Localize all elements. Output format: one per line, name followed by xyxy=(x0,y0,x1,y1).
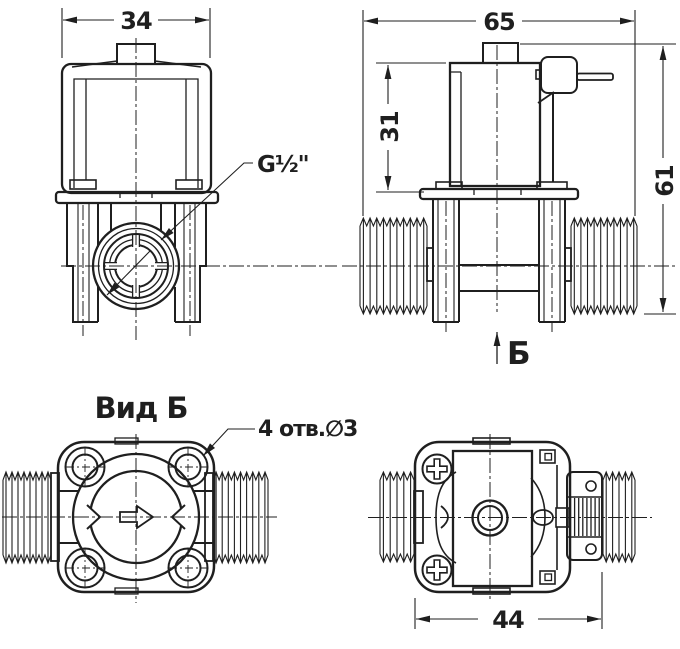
connector-plates xyxy=(566,471,603,561)
dim-coil-height-value: 31 xyxy=(376,111,404,143)
yoke-foot-left xyxy=(69,179,97,190)
view-b: Вид Б 4 отв.∅3 xyxy=(2,391,358,603)
spade-terminal xyxy=(576,72,614,81)
hole-crosshairs xyxy=(66,448,207,587)
dim-side-width-value: 65 xyxy=(483,8,515,36)
front-centerlines xyxy=(61,38,337,340)
coil-inner-step xyxy=(450,71,462,186)
flange xyxy=(54,190,220,205)
dim-extension-lines xyxy=(376,62,446,193)
dim-extension-lines xyxy=(520,43,676,315)
spoke-edges xyxy=(105,235,167,297)
dim-front-width-value: 34 xyxy=(120,7,152,35)
thread-size-label: G½" xyxy=(257,152,309,178)
body-tab-bottom xyxy=(472,587,511,595)
bracket-tab-bottom-hole xyxy=(544,573,553,582)
flange-notches xyxy=(119,192,153,198)
flange-notches xyxy=(473,189,522,195)
view-b-centerlines xyxy=(2,434,277,603)
bracket-tab-bottom xyxy=(539,570,556,585)
screw-top xyxy=(421,453,453,485)
base-tab-bottom xyxy=(114,587,139,595)
flange xyxy=(418,187,580,201)
bracket-tab-top-hole xyxy=(544,452,553,461)
yoke-post-right xyxy=(539,93,554,182)
dim-side-width: 65 xyxy=(362,8,636,216)
dim-extension-lines xyxy=(61,8,211,58)
leader-line xyxy=(202,428,255,457)
dim-extension-lines xyxy=(414,572,603,629)
collar-left xyxy=(426,247,434,282)
coil-top-outline xyxy=(451,449,534,588)
spade-hole-top xyxy=(585,480,597,492)
body-chamber xyxy=(459,264,539,292)
connector-plate-edges xyxy=(567,496,602,538)
spade-hole-bottom xyxy=(585,543,597,555)
top-view: 44 xyxy=(368,434,652,634)
section-view-indicator: Б xyxy=(493,332,531,372)
coil-top-boss xyxy=(482,42,519,64)
connector-housing xyxy=(540,56,578,94)
coil-outline xyxy=(448,61,542,188)
yoke-foot-right xyxy=(175,179,203,190)
section-view-label: Б xyxy=(507,336,530,372)
leader-line-2 xyxy=(106,250,151,296)
dim-total-height-value: 61 xyxy=(651,165,679,197)
thread-size-callout: G½" xyxy=(106,152,310,296)
bracket-tab-top xyxy=(539,449,556,464)
dim-total-height: 61 xyxy=(520,43,679,315)
side-centerlines xyxy=(342,45,676,332)
connector-tab xyxy=(535,69,542,80)
front-view: 34 xyxy=(54,7,337,340)
holes-callout: 4 отв.∅3 xyxy=(202,417,358,457)
dim-body-width: 44 xyxy=(414,572,603,634)
body-side-lines xyxy=(110,203,162,231)
dim-body-width-value: 44 xyxy=(492,606,524,634)
dim-front-width: 34 xyxy=(61,7,211,58)
screw-bottom xyxy=(421,554,453,586)
base-tab-top xyxy=(114,437,139,445)
view-b-title: Вид Б xyxy=(94,391,187,425)
holes-note-label: 4 отв.∅3 xyxy=(258,417,357,442)
thread-right xyxy=(570,216,638,316)
side-view: 65 61 31 xyxy=(342,8,679,372)
channel-lines xyxy=(58,490,214,544)
leader-line-1 xyxy=(160,162,253,241)
connector-slant xyxy=(537,91,555,104)
dim-coil-height: 31 xyxy=(376,62,446,193)
top-view-centerlines xyxy=(368,434,652,601)
body-tab-top xyxy=(472,437,511,445)
yoke-inner-lines xyxy=(73,78,199,188)
